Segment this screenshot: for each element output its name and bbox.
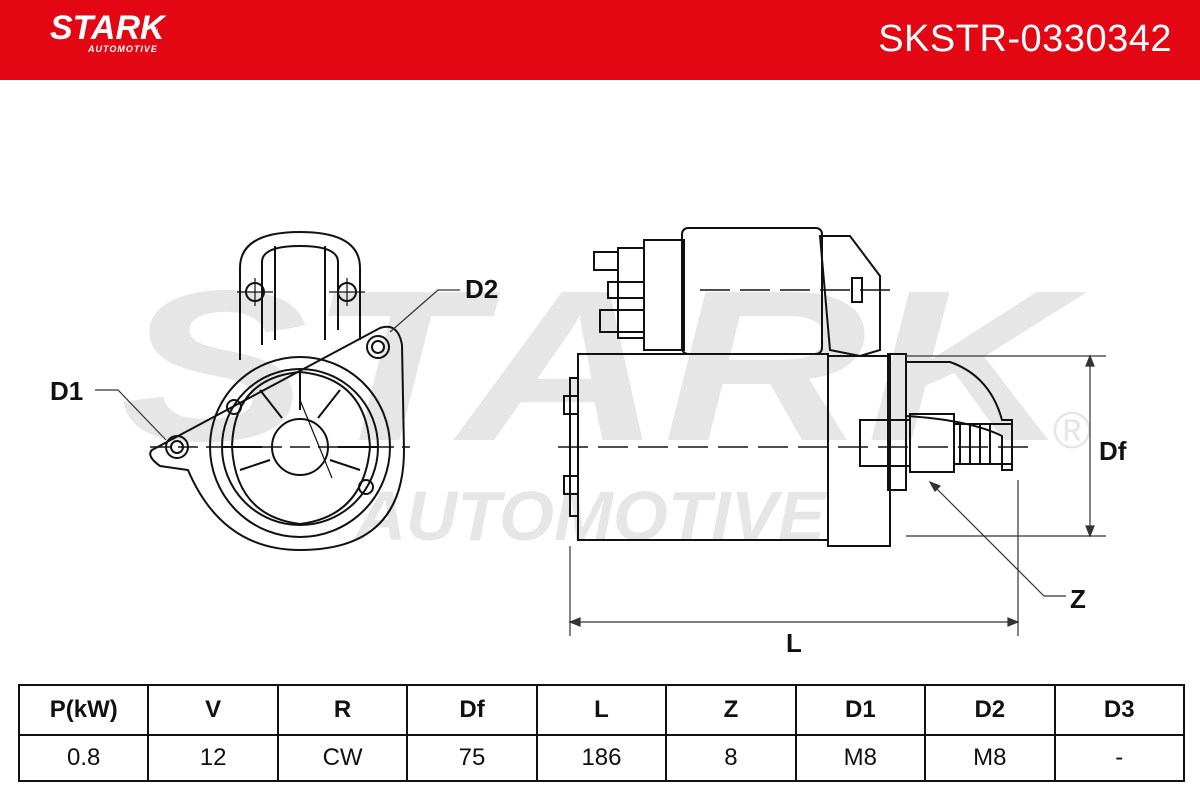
spec-header: Z (665, 684, 797, 736)
dimension-lines (95, 289, 1106, 636)
spec-header: L (535, 684, 668, 736)
label-df: Df (1099, 436, 1127, 466)
spec-header: D1 (794, 684, 927, 736)
brand-logo-tagline: AUTOMOTIVE (88, 44, 158, 54)
brand-logo-name: STARK (50, 9, 165, 47)
part-number: SKSTR-0330342 (878, 18, 1172, 60)
brand-registered-mark: ® (152, 26, 158, 35)
spec-value: 0.8 (17, 734, 150, 782)
label-l: L (786, 628, 802, 658)
spec-value: 12 (147, 734, 279, 782)
spec-header: R (276, 684, 409, 736)
watermark-registered: ® (1053, 402, 1091, 460)
label-d1: D1 (50, 376, 83, 406)
spec-header-row: P(kW) V R Df L Z D1 D2 D3 (17, 684, 1185, 736)
spec-value: 8 (665, 734, 797, 782)
spec-value: 75 (406, 734, 538, 782)
technical-drawing: STARK AUTOMOTIVE ® (50, 227, 1127, 658)
spec-value: M8 (794, 734, 927, 782)
spec-value: M8 (924, 734, 1056, 782)
label-d2: D2 (465, 274, 498, 304)
spec-value: CW (276, 734, 409, 782)
front-view (149, 230, 410, 552)
side-view (558, 227, 1030, 547)
watermark-sub: AUTOMOTIVE (353, 477, 827, 555)
brand-logo: STARK AUTOMOTIVE (50, 10, 165, 54)
spec-header: V (147, 684, 279, 736)
spec-table: P(kW) V R Df L Z D1 D2 D3 0.8 12 CW 75 1… (17, 684, 1185, 782)
spec-header: D3 (1053, 684, 1185, 736)
spec-value: - (1053, 734, 1185, 782)
spec-header: P(kW) (17, 684, 150, 736)
watermark: STARK AUTOMOTIVE ® (120, 245, 1091, 555)
spec-header: D2 (924, 684, 1056, 736)
watermark-main: STARK (120, 245, 1088, 486)
spec-value-row: 0.8 12 CW 75 186 8 M8 M8 - (17, 734, 1185, 782)
label-z: Z (1070, 584, 1086, 614)
header-bar: STARK AUTOMOTIVE ® SKSTR-0330342 (0, 0, 1200, 80)
mount-hole-d2 (366, 335, 390, 359)
spec-header: Df (406, 684, 538, 736)
spec-value: 186 (535, 734, 668, 782)
